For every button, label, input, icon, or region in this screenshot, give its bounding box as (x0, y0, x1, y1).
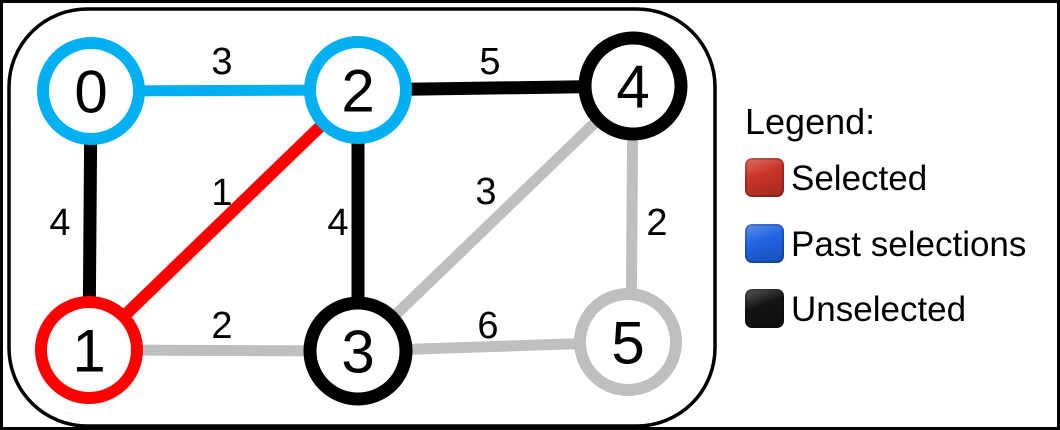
node-4-circle[interactable] (578, 31, 688, 141)
node-2[interactable]: 2 (304, 36, 412, 144)
node-1-circle[interactable] (35, 296, 143, 404)
node-1-label: 1 (72, 318, 105, 385)
legend-item-selected-label: Selected (791, 159, 928, 198)
legend-item-past-selections: Past selections (745, 222, 1026, 265)
selected-swatch-icon (745, 158, 784, 197)
node-1[interactable]: 1 (35, 296, 143, 404)
node-2-circle[interactable] (304, 36, 412, 144)
graph-panel-border (7, 7, 717, 427)
node-4[interactable]: 4 (578, 31, 688, 141)
edge-weight-1-2: 1 (211, 172, 232, 214)
legend-title: Legend: (745, 101, 876, 142)
edge-weight-0-1: 4 (49, 202, 70, 244)
graph-canvas: 3 5 4 1 4 3 2 2 6 0 2 4 1 3 5 (7, 7, 717, 427)
edge-weight-3-5: 6 (477, 305, 498, 347)
unselected-swatch-icon (745, 289, 784, 328)
legend-item-selected: Selected (745, 156, 927, 199)
legend-item-past-selections-label: Past selections (791, 225, 1027, 264)
edge-1-2[interactable] (84, 85, 363, 355)
node-3-circle[interactable] (303, 296, 413, 406)
edge-weight-3-4: 3 (475, 171, 496, 213)
legend-item-unselected: Unselected (745, 287, 966, 330)
legend: Legend: Selected Past selections Unselec… (745, 3, 1055, 427)
node-0-label: 0 (74, 59, 107, 126)
node-5[interactable]: 5 (574, 288, 682, 396)
node-5-circle[interactable] (574, 288, 682, 396)
node-3[interactable]: 3 (303, 296, 413, 406)
node-5-label: 5 (611, 310, 644, 377)
edge-weight-2-4: 5 (479, 41, 500, 83)
node-4-label: 4 (616, 54, 649, 121)
edge-3-4[interactable] (354, 82, 637, 355)
node-2-label: 2 (341, 58, 374, 125)
node-0[interactable]: 0 (37, 37, 145, 145)
past-selections-swatch-icon (745, 224, 784, 263)
node-0-circle[interactable] (37, 37, 145, 145)
edge-weight-4-5: 2 (646, 202, 667, 244)
edge-weight-0-2: 3 (211, 41, 232, 83)
edge-weight-2-3: 4 (327, 202, 348, 244)
legend-item-unselected-label: Unselected (791, 290, 967, 329)
node-3-label: 3 (341, 319, 374, 386)
edge-weight-1-3: 2 (211, 305, 232, 347)
